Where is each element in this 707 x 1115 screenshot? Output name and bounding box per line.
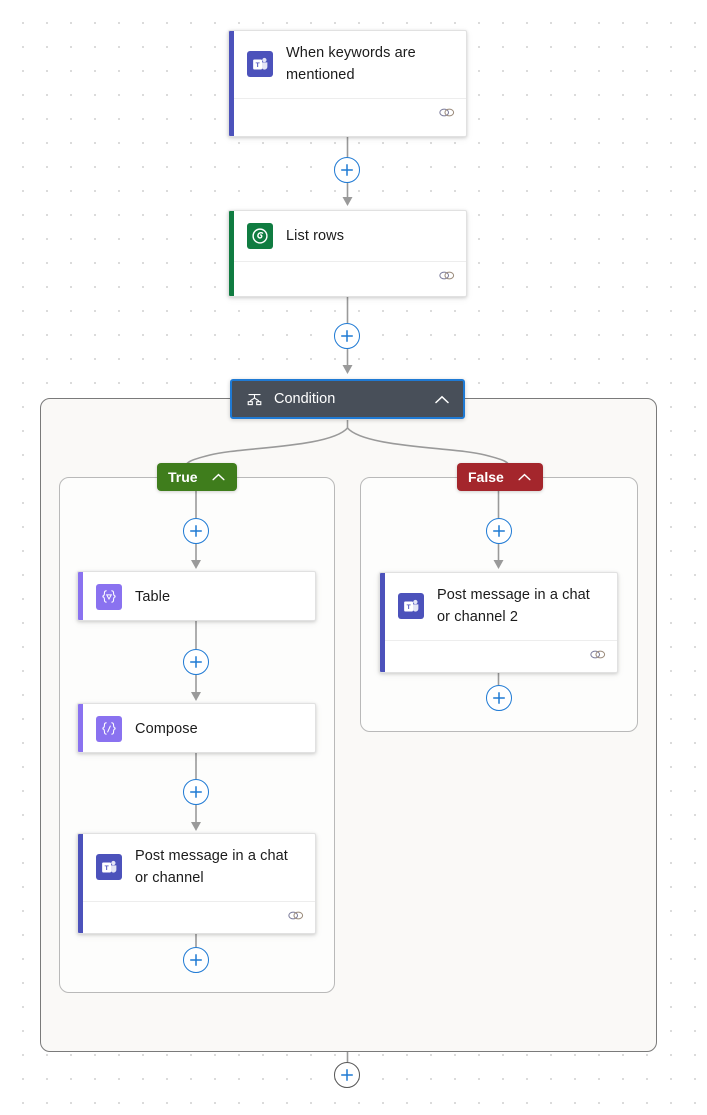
node-footer: [78, 900, 315, 929]
branch-label-text: True: [168, 469, 198, 485]
svg-text:T: T: [406, 604, 410, 611]
node-title: Post message in a chat or channel 2: [437, 587, 590, 626]
svg-text:T: T: [255, 62, 259, 69]
add-true-after-table[interactable]: [183, 649, 209, 675]
node-accent-bar: [229, 211, 234, 296]
teams-icon: T: [247, 51, 273, 78]
node-table[interactable]: Table: [77, 571, 316, 621]
node-when-keywords-are-mentioned[interactable]: T When keywords are mentioned: [228, 30, 467, 137]
add-after-condition-scope[interactable]: [334, 1062, 360, 1088]
condition-icon: [244, 389, 264, 409]
node-accent-bar: [380, 573, 385, 672]
node-accent-bar: [229, 31, 234, 136]
svg-text:T: T: [104, 865, 108, 872]
node-header: T Post message in a chat or channel: [78, 834, 315, 901]
node-accent-bar: [78, 704, 83, 752]
add-true-top[interactable]: [183, 518, 209, 544]
link-icon[interactable]: [589, 648, 606, 661]
link-icon[interactable]: [287, 909, 304, 922]
node-header: T When keywords are mentioned: [229, 31, 466, 98]
add-true-bottom[interactable]: [183, 947, 209, 973]
node-condition[interactable]: Condition: [230, 379, 465, 419]
node-post-message-true[interactable]: T Post message in a chat or channel: [77, 833, 316, 934]
node-title: List rows: [286, 227, 345, 244]
branch-label-false[interactable]: False: [457, 463, 543, 491]
node-list-rows[interactable]: List rows: [228, 210, 467, 297]
add-true-after-compose[interactable]: [183, 779, 209, 805]
node-footer: [229, 261, 466, 289]
teams-icon: T: [398, 593, 424, 620]
link-icon[interactable]: [438, 106, 455, 119]
branch-label-text: False: [468, 469, 504, 485]
node-title: Condition: [274, 391, 336, 407]
add-false-bottom[interactable]: [486, 685, 512, 711]
data-operation-icon: [96, 584, 122, 610]
node-header: Compose: [78, 704, 315, 752]
node-post-message-false[interactable]: T Post message in a chat or channel 2: [379, 572, 618, 673]
node-header: Table: [78, 572, 315, 620]
add-after-list-rows[interactable]: [334, 323, 360, 349]
chevron-up-icon[interactable]: [210, 468, 228, 486]
chevron-up-icon[interactable]: [433, 390, 451, 408]
teams-icon: T: [96, 854, 122, 881]
node-footer: [229, 97, 466, 126]
node-title: Compose: [135, 720, 198, 737]
add-after-trigger[interactable]: [334, 157, 360, 183]
node-header: List rows: [229, 211, 466, 261]
node-title: Table: [135, 588, 171, 605]
node-accent-bar: [78, 834, 83, 933]
node-footer: [380, 639, 617, 668]
node-header: T Post message in a chat or channel 2: [380, 573, 617, 640]
node-title: When keywords are mentioned: [286, 45, 416, 84]
node-accent-bar: [78, 572, 83, 620]
node-title: Post message in a chat or channel: [135, 848, 288, 887]
add-false-top[interactable]: [486, 518, 512, 544]
node-compose[interactable]: Compose: [77, 703, 316, 753]
chevron-up-icon[interactable]: [516, 468, 534, 486]
link-icon[interactable]: [438, 269, 455, 282]
dataverse-icon: [247, 223, 273, 249]
branch-label-true[interactable]: True: [157, 463, 237, 491]
data-operation-icon: [96, 716, 122, 742]
